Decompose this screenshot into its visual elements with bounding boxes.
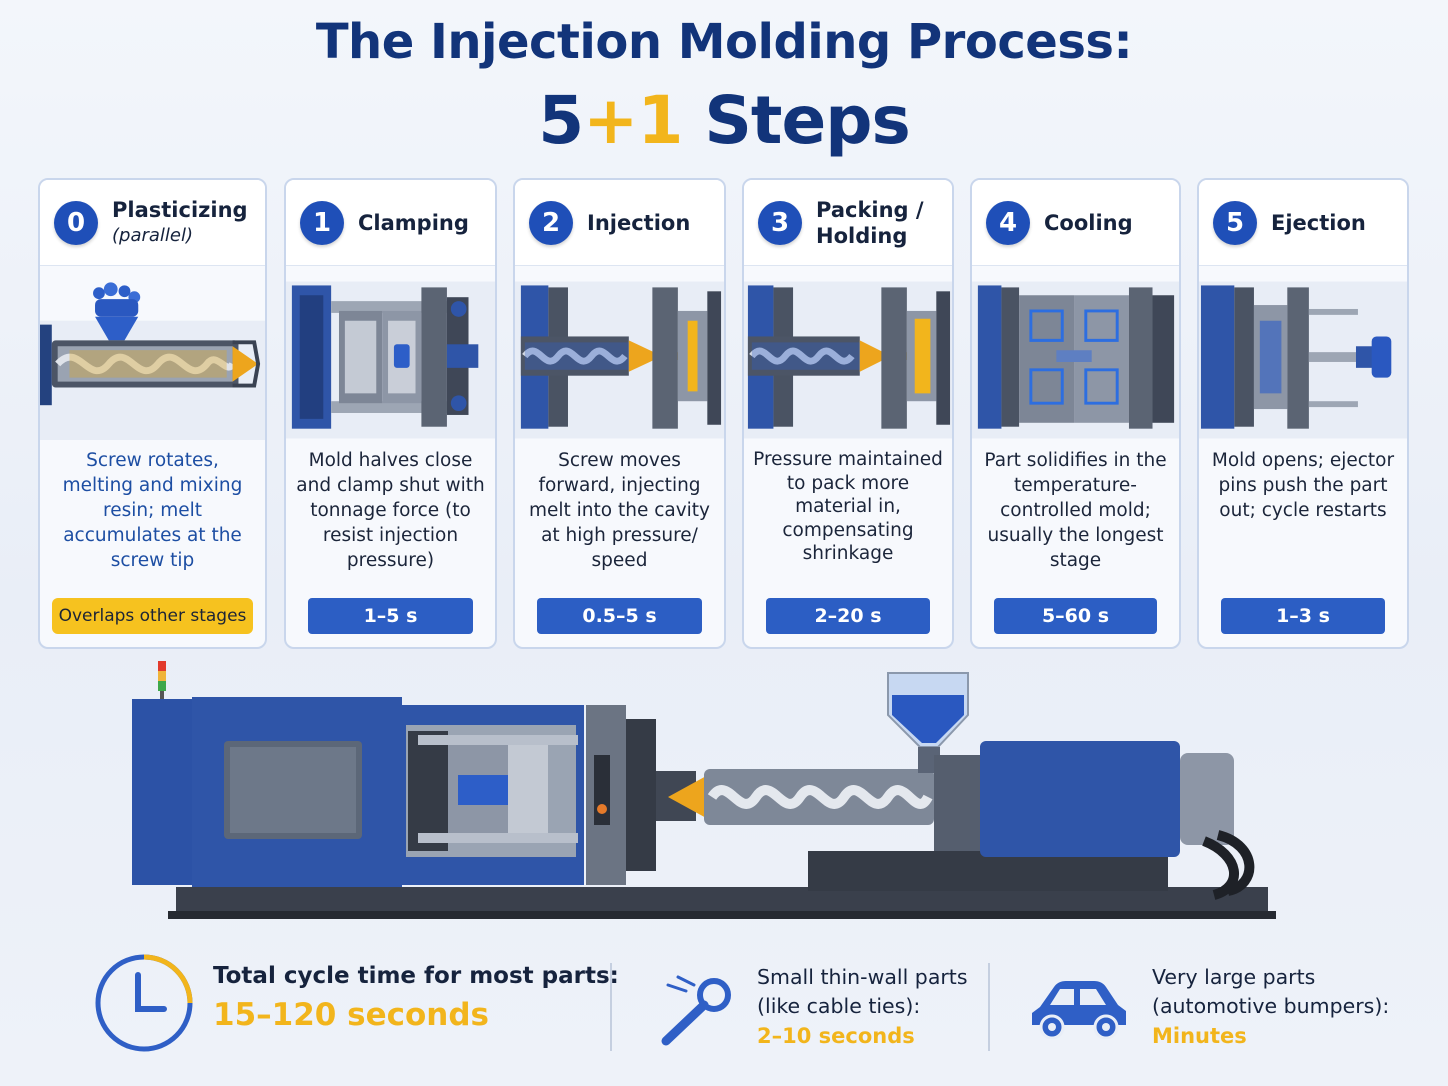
step-title: Injection bbox=[587, 210, 690, 236]
car-icon bbox=[1032, 981, 1126, 1040]
step-description: Screw moves forward, injecting melt into… bbox=[528, 450, 711, 571]
step-time-badge: Overlaps other stages bbox=[52, 598, 253, 634]
step-name: Ejection bbox=[1271, 210, 1366, 235]
step-name: Clamping bbox=[358, 210, 469, 235]
step-header: 4 Cooling bbox=[972, 180, 1179, 266]
step-time-badge: 1–5 s bbox=[308, 598, 473, 634]
step-card-2: 2 Injection Screw moves forward, injecti… bbox=[513, 178, 726, 649]
step-card-4: 4 Cooling Part solidifies in the tempera… bbox=[970, 178, 1181, 649]
divider bbox=[610, 963, 612, 1051]
step-title: Ejection bbox=[1271, 210, 1366, 236]
page-subtitle: 5+1 Steps bbox=[0, 82, 1448, 159]
step-header: 3 Packing / Holding bbox=[744, 180, 952, 266]
step-number-badge: 2 bbox=[529, 200, 573, 245]
step-title: Plasticizing (parallel) bbox=[112, 197, 248, 249]
step-name: Plasticizing bbox=[112, 197, 248, 222]
mold-clamp-illustration bbox=[286, 281, 495, 439]
step-card-0: 0 Plasticizing (parallel) Screw rotates,… bbox=[38, 178, 267, 649]
step-card-3: 3 Packing / Holding Pressure maintained … bbox=[742, 178, 954, 649]
injection-molding-machine-illustration bbox=[132, 661, 1276, 919]
subtitle-rest: Steps bbox=[682, 82, 910, 159]
step-description: Screw rotates, melting and mixing resin;… bbox=[62, 450, 243, 571]
step-card-1: 1 Clamping Mold halves close and clamp s… bbox=[284, 178, 497, 649]
step-number-badge: 0 bbox=[54, 200, 98, 245]
step-header: 2 Injection bbox=[515, 180, 724, 266]
step-description: Pressure maintained to pack more materia… bbox=[753, 449, 943, 564]
step-title: Cooling bbox=[1044, 210, 1133, 236]
step-number-badge: 5 bbox=[1213, 200, 1257, 245]
step-card-5: 5 Ejection Mold opens; ejector pins push… bbox=[1197, 178, 1409, 649]
step-header: 5 Ejection bbox=[1199, 180, 1407, 266]
large-parts-text: Very large parts (automotive bumpers): M… bbox=[1152, 963, 1389, 1052]
step-header: 0 Plasticizing (parallel) bbox=[40, 180, 265, 266]
step-name: Packing / Holding bbox=[816, 197, 924, 248]
large-parts-value: Minutes bbox=[1152, 1024, 1247, 1048]
divider bbox=[988, 963, 990, 1051]
mold-cooling-channels-illustration bbox=[972, 281, 1179, 439]
small-parts-value: 2–10 seconds bbox=[757, 1024, 915, 1048]
step-subtitle: (parallel) bbox=[112, 224, 194, 246]
step-time-badge: 2–20 s bbox=[766, 598, 930, 634]
screw-barrel-hopper-illustration bbox=[40, 282, 265, 440]
total-cycle-value: 15–120 seconds bbox=[213, 997, 490, 1033]
step-number-badge: 1 bbox=[300, 200, 344, 245]
step-description: Part solidifies in the temperature-contr… bbox=[984, 450, 1167, 571]
step-time-badge: 5–60 s bbox=[994, 598, 1157, 634]
total-cycle-label: Total cycle time for most parts: bbox=[213, 963, 619, 989]
total-cycle-text: Total cycle time for most parts: 15–120 … bbox=[213, 963, 619, 1033]
small-parts-line2: (like cable ties): bbox=[757, 994, 921, 1018]
small-parts-block bbox=[658, 971, 738, 1055]
step-header: 1 Clamping bbox=[286, 180, 495, 266]
step-description: Mold opens; ejector pins push the part o… bbox=[1211, 450, 1395, 521]
large-parts-block bbox=[1026, 977, 1132, 1043]
small-parts-line1: Small thin-wall parts bbox=[757, 965, 968, 989]
page-title: The Injection Molding Process: bbox=[315, 14, 1133, 70]
cable-tie-icon bbox=[661, 975, 731, 1046]
step-description: Mold halves close and clamp shut with to… bbox=[296, 450, 485, 571]
step-name: Cooling bbox=[1044, 210, 1133, 235]
cycle-time-summary: Total cycle time for most parts: 15–120 … bbox=[0, 945, 1448, 1075]
step-number-badge: 4 bbox=[986, 200, 1030, 245]
screw-injecting-mold-illustration bbox=[515, 281, 724, 439]
large-parts-line1: Very large parts bbox=[1152, 965, 1316, 989]
large-parts-line2: (automotive bumpers): bbox=[1152, 994, 1390, 1018]
mold-open-ejector-illustration bbox=[1199, 281, 1407, 439]
total-cycle-block bbox=[92, 951, 196, 1059]
step-title: Clamping bbox=[358, 210, 469, 236]
subtitle-number: 5 bbox=[538, 82, 584, 159]
step-time-badge: 0.5–5 s bbox=[537, 598, 702, 634]
step-number-badge: 3 bbox=[758, 200, 802, 245]
step-name: Injection bbox=[587, 210, 691, 235]
screw-packing-mold-illustration bbox=[744, 281, 952, 439]
small-parts-text: Small thin-wall parts (like cable ties):… bbox=[757, 963, 968, 1052]
step-time-badge: 1–3 s bbox=[1221, 598, 1385, 634]
subtitle-accent: +1 bbox=[583, 82, 683, 159]
step-title: Packing / Holding bbox=[816, 197, 926, 249]
clock-icon bbox=[95, 954, 193, 1052]
